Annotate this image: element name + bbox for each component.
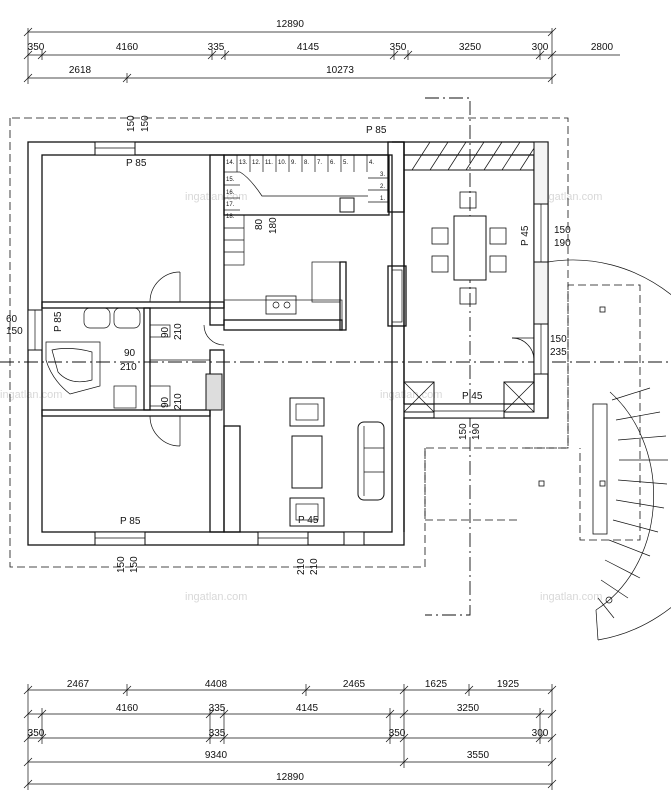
- stairs: 14. 13. 12. 11. 10. 9. 8. 7. 6. 5. 4. 15…: [223, 154, 390, 220]
- dim-top-9: 2618: [69, 65, 92, 76]
- dim-top-7: 300: [532, 42, 549, 53]
- label-win235-r: 235: [550, 347, 567, 358]
- label-door90-a: 90: [160, 326, 171, 338]
- watermark-4: ingatlan.com: [380, 389, 442, 401]
- plan-labels: P 85 P 85 P 85 P 45 P 45 P 45 P 85 150 1…: [6, 115, 571, 575]
- hatched-walls: [387, 141, 549, 413]
- label-w60: 60: [6, 314, 18, 325]
- label-p45-right: P 45: [520, 225, 531, 246]
- step-15: 15.: [226, 177, 235, 183]
- dim-bot-13: 300: [532, 728, 549, 739]
- dim-top-8: 2800: [591, 42, 614, 53]
- dim-top-total: 12890: [276, 19, 304, 30]
- kitchen: [223, 214, 343, 321]
- step-11: 11.: [265, 160, 273, 166]
- dim-bot-4: 1625: [425, 679, 448, 690]
- label-win150-m: 150: [458, 423, 469, 440]
- dim-bot-12: 350: [389, 728, 406, 739]
- label-p85-top: P 85: [126, 158, 147, 169]
- step-14: 14.: [226, 160, 235, 166]
- step-13: 13.: [239, 160, 248, 166]
- dim-top-6: 3250: [459, 42, 482, 53]
- label-bath-210: 210: [120, 362, 137, 373]
- step-1: 1.: [380, 196, 385, 202]
- stair-step-numbers: 14. 13. 12. 11. 10. 9. 8. 7. 6. 5. 4. 15…: [226, 160, 385, 220]
- dim-top-10: 10273: [326, 65, 354, 76]
- dim-top-4: 4145: [297, 42, 320, 53]
- label-win150-r: 150: [554, 225, 571, 236]
- roof-outline: [9, 117, 641, 568]
- label-w150-a: 150: [126, 115, 137, 132]
- step-5: 5.: [343, 160, 348, 166]
- label-door210-b: 210: [173, 393, 184, 410]
- dim-bot-2: 4408: [205, 679, 228, 690]
- step-3: 3.: [380, 172, 385, 178]
- watermark-2: ingatlan.com: [540, 191, 602, 203]
- dim-bot-11: 335: [209, 728, 226, 739]
- watermark-1: ingatlan.com: [185, 191, 247, 203]
- label-door90-b: 90: [160, 396, 171, 408]
- watermark-6: ingatlan.com: [540, 591, 602, 603]
- label-w150-left: 150: [6, 326, 23, 337]
- dim-bot-6: 4160: [116, 703, 139, 714]
- step-10: 10.: [278, 160, 287, 166]
- step-16: 16.: [226, 190, 235, 196]
- bathroom: [45, 307, 210, 409]
- step-2: 2.: [380, 184, 385, 190]
- label-win190-r: 190: [554, 238, 571, 249]
- label-p45-bottom: P 45: [298, 515, 319, 526]
- dim-top-5: 350: [390, 42, 407, 53]
- label-bot150-a: 150: [116, 556, 127, 573]
- dim-top-1: 350: [28, 42, 45, 53]
- step-17: 17.: [226, 202, 235, 208]
- label-win150-r2: 150: [550, 334, 567, 345]
- step-18: 18.: [226, 214, 235, 220]
- label-win190-m: 190: [471, 423, 482, 440]
- dining-table: [431, 191, 507, 305]
- dim-bot-14: 9340: [205, 750, 228, 761]
- label-p85-bath: P 85: [53, 311, 64, 332]
- label-stair80: 80: [254, 218, 265, 230]
- label-bath-90: 90: [124, 348, 136, 359]
- section-cut-line: [0, 97, 671, 616]
- label-bot210-a: 210: [296, 558, 307, 575]
- label-bot210-b: 210: [309, 558, 320, 575]
- step-4: 4.: [369, 160, 374, 166]
- bottom-dimensions: 2467 4408 2465 1625 1925 4160 335 4145 3…: [23, 679, 557, 790]
- watermark-3: ingatlan.com: [0, 389, 62, 401]
- dim-bot-7: 335: [209, 703, 226, 714]
- step-6: 6.: [330, 160, 335, 166]
- dim-top-2: 4160: [116, 42, 139, 53]
- dim-bot-total: 12890: [276, 772, 304, 783]
- dim-bot-8: 4145: [296, 703, 319, 714]
- dim-bot-1: 2467: [67, 679, 90, 690]
- label-w150-b: 150: [140, 115, 151, 132]
- top-dimensions: 12890 350 4160 335 4145 350 3250 300 280…: [23, 19, 620, 84]
- step-12: 12.: [252, 160, 261, 166]
- dim-bot-15: 3550: [467, 750, 490, 761]
- dim-bot-3: 2465: [343, 679, 366, 690]
- living-furniture: [289, 397, 385, 527]
- dim-bot-9: 3250: [457, 703, 480, 714]
- dim-top-3: 335: [208, 42, 225, 53]
- dim-bot-10: 350: [28, 728, 45, 739]
- label-p85-bottom: P 85: [120, 516, 141, 527]
- label-bot150-b: 150: [129, 556, 140, 573]
- watermarks: ingatlan.com ingatlan.com ingatlan.com i…: [0, 191, 602, 603]
- label-stair180: 180: [268, 217, 279, 234]
- terrace: [538, 259, 671, 641]
- step-8: 8.: [304, 160, 309, 166]
- label-p45-mid: P 45: [462, 391, 483, 402]
- dim-bot-5: 1925: [497, 679, 520, 690]
- watermark-5: ingatlan.com: [185, 591, 247, 603]
- step-7: 7.: [317, 160, 322, 166]
- windows: [27, 141, 549, 546]
- label-door210-a: 210: [173, 323, 184, 340]
- step-9: 9.: [291, 160, 296, 166]
- label-p85-stair: P 85: [366, 125, 387, 136]
